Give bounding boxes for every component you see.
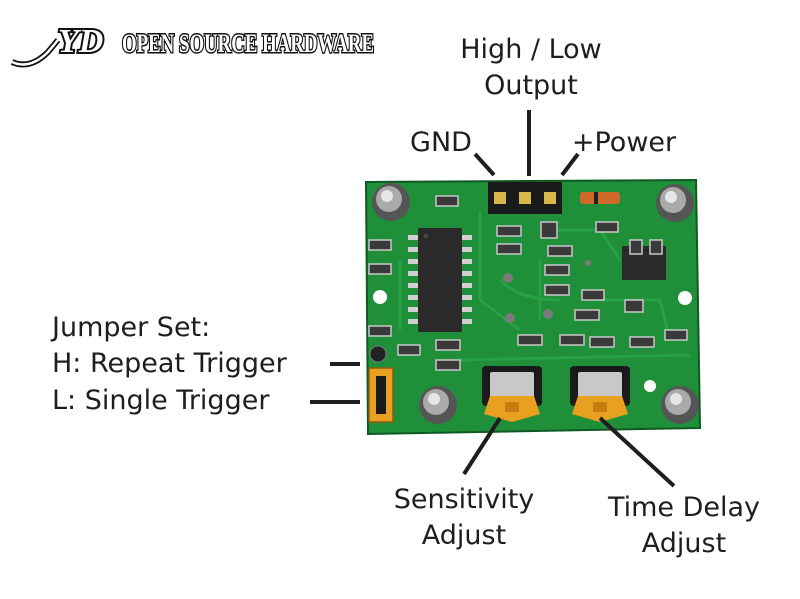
- leader-lines: [310, 110, 676, 488]
- gnd-leader-line: [473, 152, 496, 177]
- sensitivity-label-line2: Adjust: [422, 520, 506, 551]
- logo: YD OPEN SOURCE HARDWARE: [10, 21, 376, 68]
- jumper-icon: [368, 345, 394, 423]
- mounting-hole-icon: [644, 380, 656, 392]
- capacitor-bottom-left-icon: [419, 386, 457, 424]
- capacitor-bottom-right-icon: [661, 386, 699, 424]
- logo-mark: YD: [58, 23, 103, 60]
- logo-text: OPEN SOURCE HARDWARE: [122, 29, 374, 58]
- time-delay-label-line1: Time Delay: [607, 492, 760, 523]
- sensitivity-label-line1: Sensitivity: [394, 484, 535, 515]
- mounting-hole-icon: [373, 290, 387, 304]
- mounting-hole-icon: [678, 291, 692, 305]
- ic-chip-icon: [408, 228, 472, 332]
- output-label-line2: Output: [484, 70, 578, 101]
- power-leader-line: [560, 152, 580, 177]
- capacitor-top-right-icon: [656, 184, 694, 222]
- pin-header-icon: [488, 182, 562, 214]
- sensitivity-leader-line: [462, 416, 502, 476]
- labels: High / Low Output GND +Power Jumper Set:…: [50, 34, 760, 559]
- smd-components: [368, 195, 688, 371]
- time-delay-label-line2: Adjust: [642, 528, 726, 559]
- time-delay-leader-line: [598, 416, 676, 488]
- gnd-label: GND: [410, 127, 472, 158]
- pcb-board: [364, 178, 702, 436]
- single-trigger-label: L: Single Trigger: [52, 385, 270, 416]
- jumper-heading-label: Jumper Set:: [50, 312, 210, 343]
- power-label: +Power: [572, 127, 677, 158]
- capacitor-top-left-icon: [372, 183, 410, 221]
- diode-icon: [580, 192, 620, 204]
- vias: [503, 260, 591, 323]
- output-label-line1: High / Low: [460, 34, 602, 65]
- repeat-trigger-label: H: Repeat Trigger: [52, 348, 288, 379]
- time-delay-potentiometer-icon: [570, 366, 630, 422]
- sensitivity-potentiometer-icon: [482, 366, 542, 422]
